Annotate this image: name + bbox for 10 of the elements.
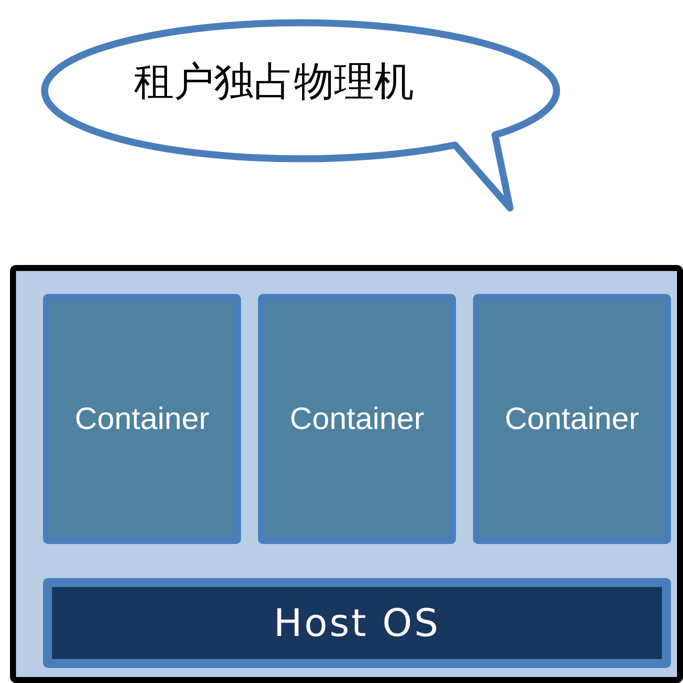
container-label: Container <box>504 401 640 437</box>
host-os-label: Host OS <box>274 601 440 645</box>
server-frame <box>10 265 683 683</box>
container-label: Container <box>74 401 210 437</box>
container-label: Container <box>290 401 424 437</box>
bubble-text: 租户独占物理机 <box>134 58 414 107</box>
container-box <box>258 294 456 544</box>
container-box <box>473 294 671 544</box>
container-box <box>43 294 241 544</box>
host-os-bar <box>43 578 671 668</box>
